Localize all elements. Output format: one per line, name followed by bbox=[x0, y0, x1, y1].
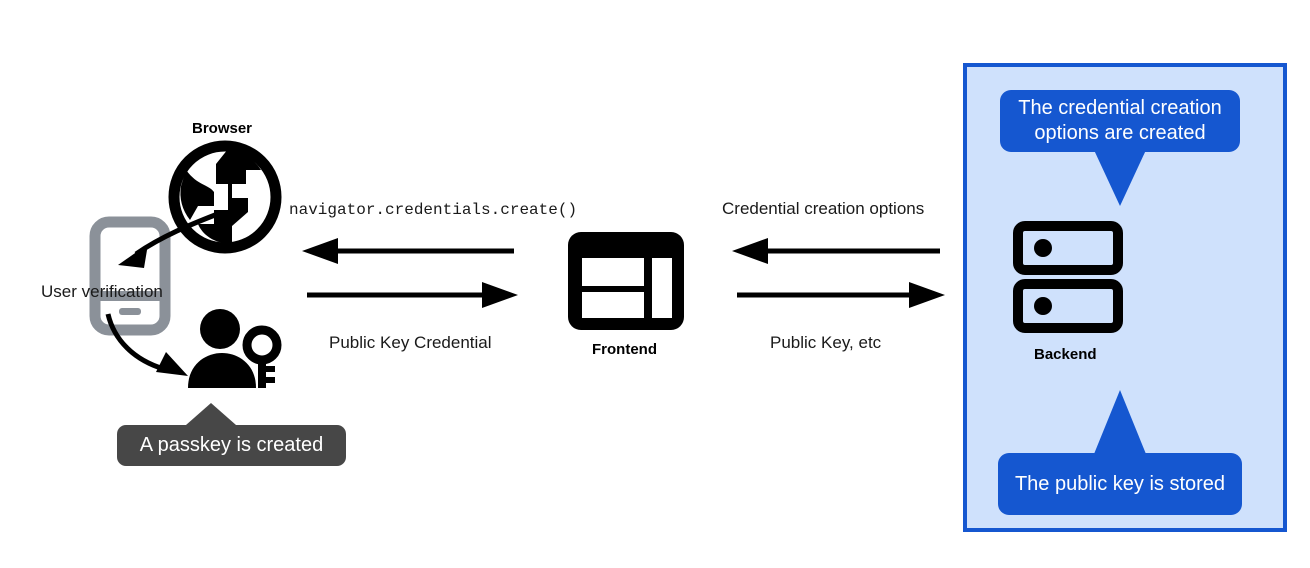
arrow-phone-to-user bbox=[100, 312, 210, 384]
backend-label: Backend bbox=[1034, 346, 1097, 363]
smartphone-icon bbox=[89, 216, 171, 336]
arrow-navigator-credentials-create bbox=[302, 238, 520, 264]
globe-icon bbox=[168, 140, 282, 254]
server-stack-icon bbox=[1013, 221, 1123, 334]
arrow-public-key-etc bbox=[732, 282, 947, 308]
credential-creation-options-label: Credential creation options bbox=[722, 199, 925, 218]
passkey-created-callout-tail bbox=[186, 403, 236, 425]
public-key-stored-callout-tail bbox=[1094, 390, 1146, 454]
arrow-public-key-credential bbox=[302, 282, 520, 308]
public-key-credential-label: Public Key Credential bbox=[329, 333, 492, 352]
passkey-created-callout: A passkey is created bbox=[117, 425, 346, 466]
credential-options-callout: The credential creation options are crea… bbox=[1000, 90, 1240, 152]
person-with-key-icon bbox=[186, 308, 288, 390]
credential-options-callout-tail bbox=[1094, 150, 1146, 206]
navigator-credentials-create-label: navigator.credentials.create() bbox=[289, 201, 578, 219]
arrow-browser-to-phone bbox=[100, 210, 220, 280]
frontend-label: Frontend bbox=[592, 341, 657, 358]
arrow-credential-creation-options bbox=[732, 238, 947, 264]
browser-label: Browser bbox=[192, 120, 253, 137]
public-key-etc-label: Public Key, etc bbox=[770, 333, 882, 352]
public-key-stored-callout: The public key is stored bbox=[998, 453, 1242, 515]
user-verification-label: User verification bbox=[41, 282, 163, 301]
browser-window-icon bbox=[566, 230, 686, 332]
